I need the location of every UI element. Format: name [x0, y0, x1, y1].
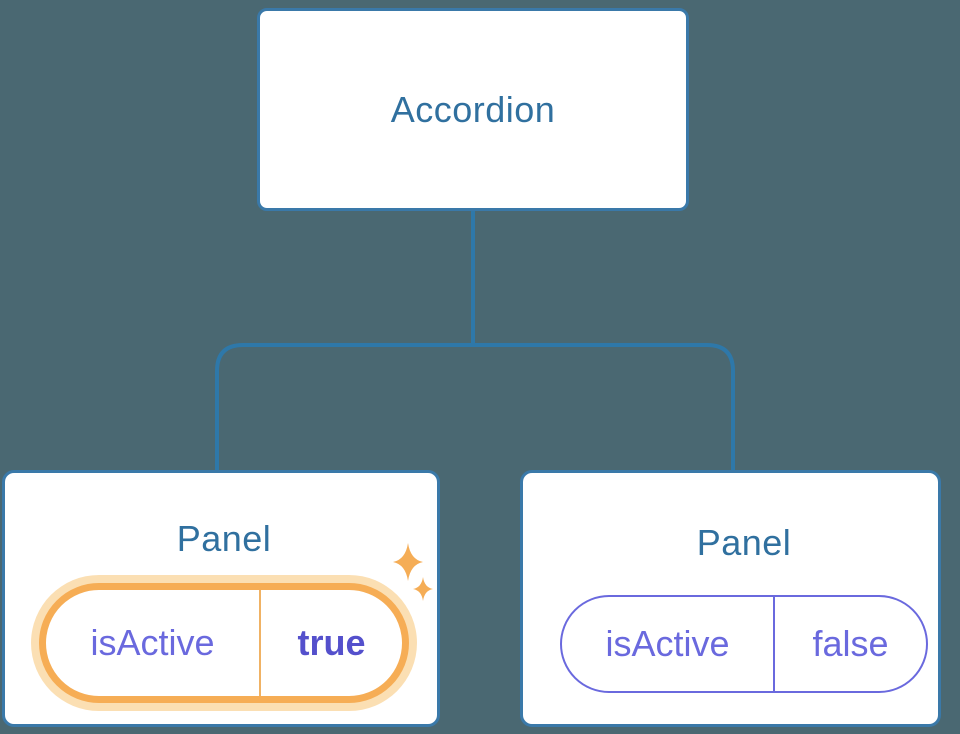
pill-divider [773, 597, 775, 691]
accordion-node-label: Accordion [390, 88, 556, 130]
panel-node-label: Panel [176, 518, 272, 559]
state-pill-active: isActive true [39, 583, 409, 703]
panel-node-inactive: Panel isActive false [520, 470, 941, 727]
state-value-label: true [297, 622, 366, 663]
state-pill-inactive: isActive false [560, 595, 928, 693]
sparkles-icon [393, 543, 433, 601]
panel-node-label: Panel [696, 522, 792, 563]
state-key-label: isActive [90, 622, 215, 663]
accordion-node: Accordion [257, 8, 689, 211]
pill-divider [259, 590, 261, 696]
panel-node-active: Panel isActive true [2, 470, 440, 727]
state-value-label: false [812, 623, 889, 664]
state-key-label: isActive [605, 623, 730, 664]
